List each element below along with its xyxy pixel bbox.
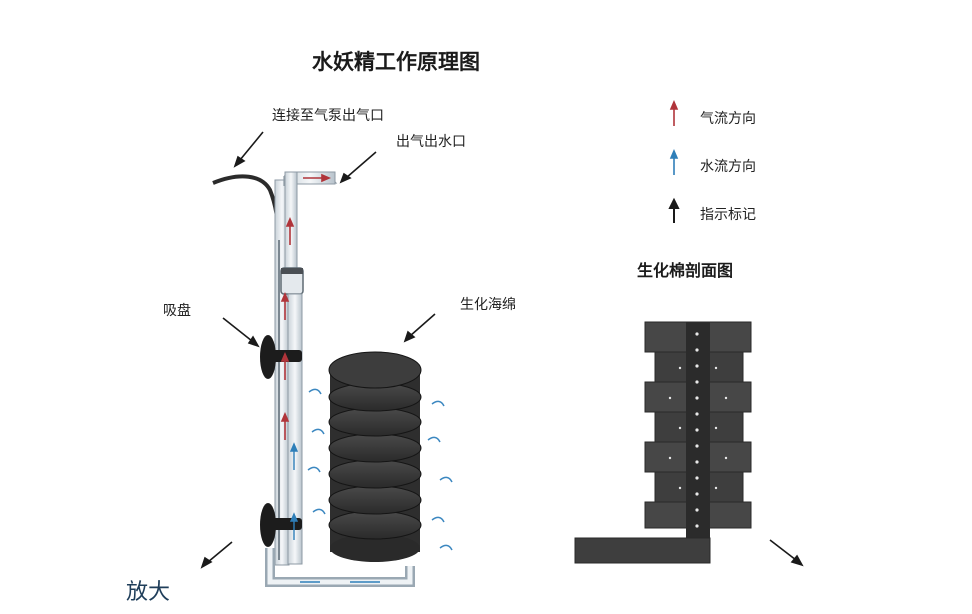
air-water-outlet-label: 出气出水口 [396,134,466,150]
pointer-lines [200,131,804,569]
legend-air-arrow [669,99,679,126]
legend-water-arrow [669,148,679,175]
legend-air-flow-label: 气流方向 [700,111,756,127]
legend-indicator-arrow [668,197,680,223]
water-flow-arrows [289,442,380,583]
sponge-water-curls [307,388,453,551]
cross-section-title: 生化棉剖面图 [637,261,734,280]
suction-cup-label: 吸盘 [163,303,191,319]
air-pump-connection-label: 连接至气泵出气口 [272,108,384,124]
air-hose [212,174,281,241]
diagram-title: 水妖精工作原理图 [312,50,480,74]
air-flow-arrows [280,173,332,440]
cross-section-diagram [574,321,752,564]
bio-sponge-label: 生化海绵 [460,297,516,313]
bio-sponge-stack [328,351,422,562]
legend-water-flow-label: 水流方向 [700,159,756,175]
zoom-label: 放大 [126,580,171,605]
legend-indicator-label: 指示标记 [700,207,756,223]
